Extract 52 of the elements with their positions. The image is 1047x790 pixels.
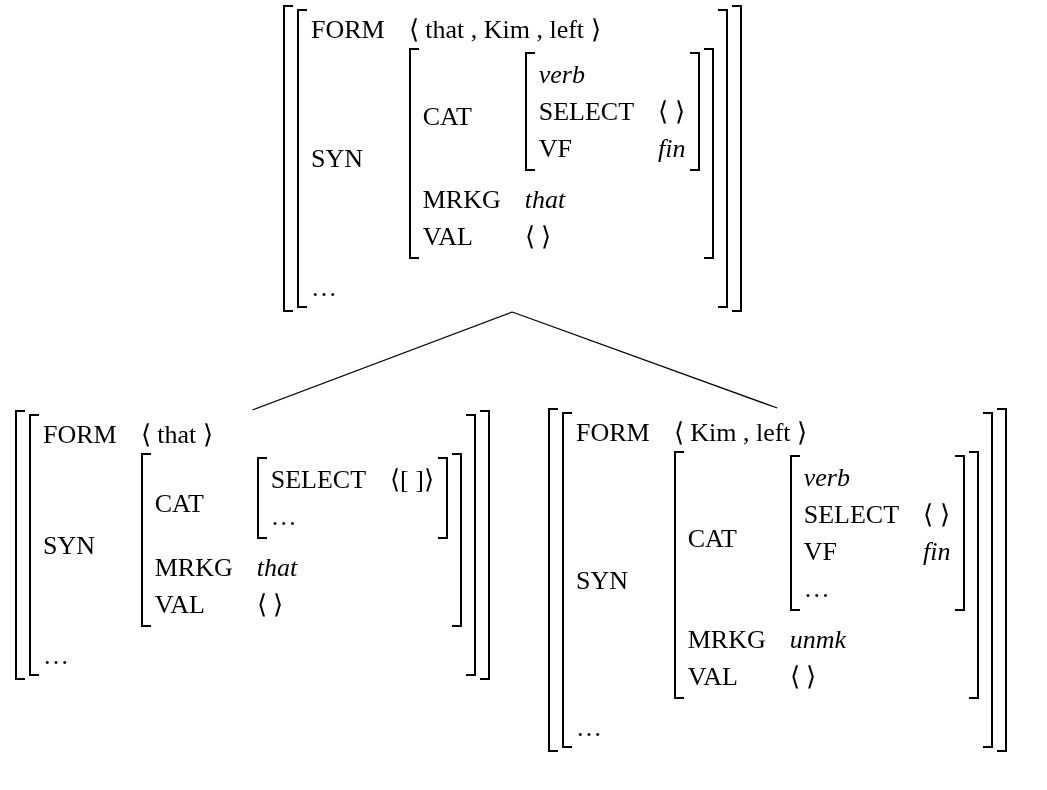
- ellipsis: …: [43, 641, 69, 670]
- attribute-value-matrix: [283, 5, 742, 312]
- tree-branch-line: [251, 311, 513, 411]
- feature-name: VAL: [687, 662, 738, 691]
- feature-name: SELECT: [538, 97, 635, 126]
- attribute-value-matrix: [789, 455, 965, 611]
- feature-value: ⟨ that , Kim , left ⟩: [408, 15, 601, 44]
- feature-value: ⟨ ⟩: [923, 500, 950, 529]
- feature-value: fin: [658, 134, 686, 163]
- feature-name: SYN: [576, 565, 628, 595]
- type-label: verb: [538, 60, 585, 89]
- feature-name: MRKG: [154, 553, 233, 582]
- attribute-value-matrix: [524, 52, 700, 171]
- feature-value: ⟨ Kim , left ⟩: [673, 418, 808, 447]
- feature-name: SYN: [311, 144, 363, 173]
- feature-value: ⟨ ⟩: [789, 662, 817, 691]
- feature-value: ⟨ ⟩: [658, 97, 685, 126]
- attribute-value-matrix: [140, 453, 462, 627]
- attribute-value-matrix: [256, 457, 448, 539]
- feature-value: ⟨ ⟩: [256, 590, 284, 619]
- feature-name: MRKG: [422, 185, 501, 214]
- ellipsis: …: [576, 713, 602, 742]
- feature-name: SELECT: [803, 500, 900, 529]
- attribute-value-matrix: [548, 408, 1007, 752]
- ellipsis: …: [803, 574, 830, 603]
- attribute-value-matrix: [15, 410, 490, 680]
- feature-value: that: [524, 185, 566, 214]
- feature-name: VAL: [422, 222, 473, 251]
- feature-name: SELECT: [270, 465, 367, 494]
- feature-value: unmk: [789, 625, 847, 654]
- feature-value: that: [256, 553, 298, 582]
- attribute-value-matrix: [673, 451, 979, 699]
- feature-name: SYN: [43, 530, 95, 560]
- feature-name: CAT: [154, 488, 204, 518]
- tree-branch-line: [511, 311, 778, 409]
- feature-value: ⟨ that ⟩: [140, 420, 213, 449]
- feature-name: FORM: [311, 15, 385, 44]
- feature-name: VAL: [154, 590, 205, 619]
- feature-name: CAT: [422, 102, 472, 131]
- attribute-value-matrix: [408, 48, 714, 259]
- feature-name: VF: [803, 537, 837, 566]
- type-label: verb: [803, 463, 850, 492]
- ellipsis: …: [311, 273, 337, 302]
- ellipsis: …: [270, 502, 297, 531]
- feature-name: VF: [538, 134, 572, 163]
- feature-name: FORM: [576, 418, 650, 447]
- feature-value: ⟨ ⟩: [524, 222, 552, 251]
- feature-value: fin: [923, 537, 951, 566]
- feature-name: FORM: [43, 420, 117, 449]
- feature-value: ⟨[ ]⟩: [390, 465, 434, 494]
- feature-name: MRKG: [687, 625, 766, 654]
- feature-name: CAT: [687, 523, 737, 553]
